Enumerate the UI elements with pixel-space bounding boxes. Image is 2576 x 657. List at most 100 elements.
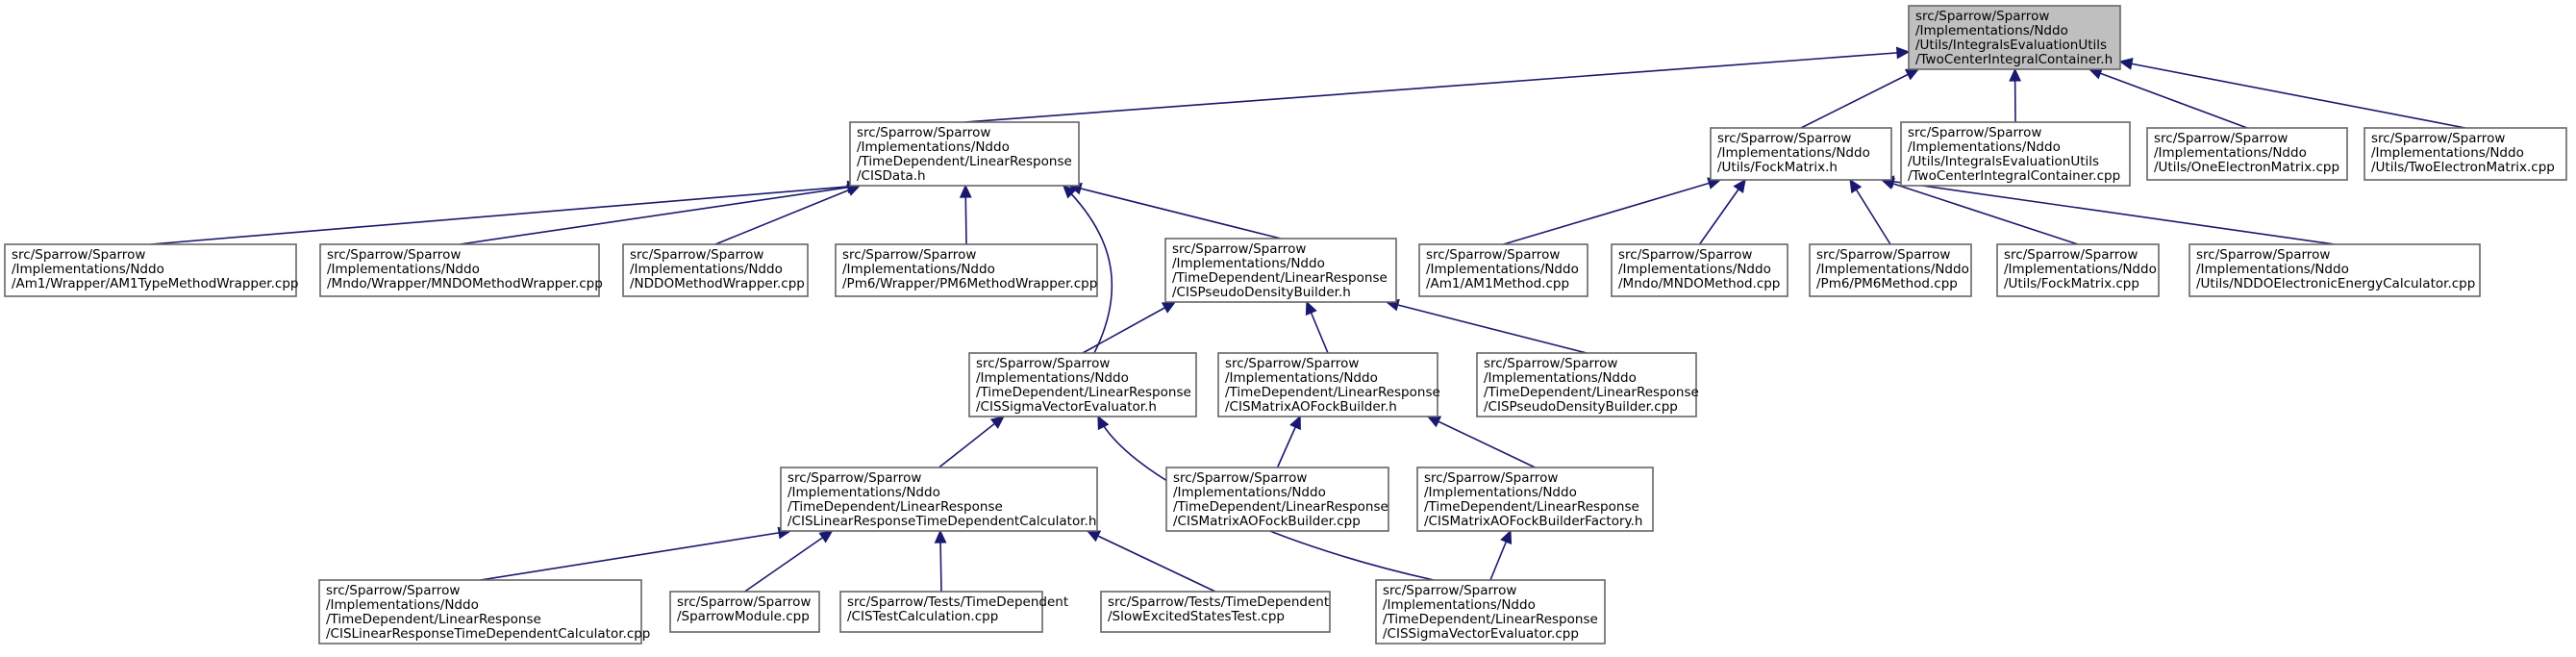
node-cismatrixao-h[interactable]: src/Sparrow/Sparrow/Implementations/Nddo… — [1217, 352, 1440, 417]
node-label-line: src/Sparrow/Sparrow — [1618, 247, 1752, 263]
node-label-line: src/Sparrow/Sparrow — [1426, 247, 1560, 263]
node-label-line: /Implementations/Nddo — [857, 139, 1010, 155]
node-label-line: src/Sparrow/Sparrow — [12, 247, 145, 263]
node-label-line: /Implementations/Nddo — [1915, 23, 2068, 38]
edge-line — [938, 416, 1005, 468]
node-one-electron-cpp[interactable]: src/Sparrow/Sparrow/Implementations/Nddo… — [2146, 127, 2348, 181]
node-fockmatrix-cpp[interactable]: src/Sparrow/Sparrow/Implementations/Nddo… — [1996, 243, 2160, 297]
node-box — [839, 591, 1043, 633]
node-label-line: /CISMatrixAOFockBuilderFactory.h — [1424, 514, 1642, 529]
node-box — [319, 243, 600, 297]
node-fockmatrix-h[interactable]: src/Sparrow/Sparrow/Implementations/Nddo… — [1710, 127, 1892, 181]
node-box — [2188, 243, 2481, 297]
node-label-line: /Implementations/Nddo — [1426, 262, 1579, 277]
edge-line — [1082, 301, 1176, 354]
node-label-line: src/Sparrow/Sparrow — [2196, 247, 2330, 263]
edge-cisdata-h-to-two-center-h — [963, 46, 1911, 123]
node-label-line: src/Sparrow/Sparrow — [1915, 9, 2049, 24]
arrowhead — [1500, 529, 1513, 545]
edge-cismatrixao-h-to-cispseudo-h — [1305, 300, 1329, 354]
arrowhead — [1161, 301, 1177, 314]
node-cislinear-cpp[interactable]: src/Sparrow/Sparrow/Implementations/Nddo… — [318, 579, 650, 644]
node-label-line: /Implementations/Nddo — [1618, 262, 1771, 277]
node-box — [1809, 243, 1972, 297]
node-box — [1217, 352, 1438, 417]
node-am1-wrapper-cpp[interactable]: src/Sparrow/Sparrow/Implementations/Nddo… — [4, 243, 298, 297]
arrowhead — [845, 184, 862, 196]
edge-line — [744, 530, 833, 593]
node-label-line: /TimeDependent/LinearResponse — [1172, 270, 1388, 286]
node-nddo-energy-cpp[interactable]: src/Sparrow/Sparrow/Implementations/Nddo… — [2188, 243, 2481, 297]
node-cistest-cpp[interactable]: src/Sparrow/Tests/TimeDependent/CISTestC… — [839, 591, 1068, 633]
node-label-line: /Implementations/Nddo — [1225, 370, 1378, 386]
node-nddo-wrapper-cpp[interactable]: src/Sparrow/Sparrow/Implementations/Nddo… — [622, 243, 809, 297]
node-label-line: /Mndo/MNDOMethod.cpp — [1618, 276, 1780, 291]
node-label-line: /Implementations/Nddo — [1816, 262, 1969, 277]
node-label-line: /TimeDependent/LinearResponse — [788, 499, 1003, 515]
node-box — [4, 243, 297, 297]
node-label-line: /Implementations/Nddo — [1908, 139, 2061, 155]
node-cissigma-h[interactable]: src/Sparrow/Sparrow/Implementations/Nddo… — [968, 352, 1197, 417]
node-cisdata-h[interactable]: src/Sparrow/Sparrow/Implementations/Nddo… — [849, 121, 1080, 187]
node-label-line: src/Sparrow/Sparrow — [1908, 125, 2041, 140]
nodes-layer: src/Sparrow/Sparrow/Implementations/Nddo… — [4, 5, 2567, 644]
node-box — [1100, 591, 1331, 633]
node-box — [1710, 127, 1892, 181]
node-label-line: /Utils/FockMatrix.cpp — [2004, 276, 2139, 291]
node-cislinear-h[interactable]: src/Sparrow/Sparrow/Implementations/Nddo… — [780, 467, 1098, 532]
node-label-line: /TimeDependent/LinearResponse — [1383, 612, 1598, 627]
node-label-line: src/Sparrow/Sparrow — [857, 125, 990, 140]
node-pm6-method-cpp[interactable]: src/Sparrow/Sparrow/Implementations/Nddo… — [1809, 243, 1972, 297]
edge-slowexcited-cpp-to-cislinear-h — [1086, 530, 1216, 593]
node-label-line: src/Sparrow/Sparrow — [1484, 356, 1617, 371]
node-label-line: /CISMatrixAOFockBuilder.h — [1225, 399, 1397, 415]
arrowhead — [989, 416, 1005, 429]
arrowhead — [959, 184, 972, 198]
edge-cissigma-h-to-cispseudo-h — [1082, 301, 1177, 354]
node-box — [1900, 121, 2131, 187]
edge-cissigma-cpp-to-cismatrixao-factory-h — [1489, 529, 1513, 581]
node-label-line: src/Sparrow/Sparrow — [2154, 131, 2288, 146]
edge-line — [1881, 179, 2079, 245]
node-label-line: /TimeDependent/LinearResponse — [976, 385, 1191, 400]
node-label-line: /Implementations/Nddo — [2154, 145, 2307, 161]
node-label-line: src/Sparrow/Sparrow — [2371, 131, 2505, 146]
edge-line — [150, 185, 861, 245]
node-mndo-wrapper-cpp[interactable]: src/Sparrow/Sparrow/Implementations/Nddo… — [319, 243, 603, 297]
node-cissigma-cpp[interactable]: src/Sparrow/Sparrow/Implementations/Nddo… — [1375, 579, 1606, 644]
node-slowexcited-cpp[interactable]: src/Sparrow/Tests/TimeDependent/SlowExci… — [1100, 591, 1331, 633]
edges-layer — [150, 46, 2466, 593]
node-two-center-cpp[interactable]: src/Sparrow/Sparrow/Implementations/Nddo… — [1900, 121, 2131, 187]
node-cismatrixao-cpp[interactable]: src/Sparrow/Sparrow/Implementations/Nddo… — [1165, 467, 1389, 532]
node-pm6-wrapper-cpp[interactable]: src/Sparrow/Sparrow/Implementations/Nddo… — [835, 243, 1098, 297]
arrowhead — [1904, 68, 1920, 81]
node-mndo-method-cpp[interactable]: src/Sparrow/Sparrow/Implementations/Nddo… — [1611, 243, 1788, 297]
node-cispseudo-cpp[interactable]: src/Sparrow/Sparrow/Implementations/Nddo… — [1476, 352, 1699, 417]
node-two-center-h: src/Sparrow/Sparrow/Implementations/Nddo… — [1908, 5, 2121, 70]
node-label-line: /Implementations/Nddo — [976, 370, 1129, 386]
edge-pm6-method-cpp-to-fockmatrix-h — [1849, 178, 1891, 245]
node-am1-method-cpp[interactable]: src/Sparrow/Sparrow/Implementations/Nddo… — [1418, 243, 1588, 297]
node-label-line: src/Sparrow/Tests/TimeDependent — [847, 594, 1068, 610]
node-sparrow-module-cpp[interactable]: src/Sparrow/Sparrow/SparrowModule.cpp — [669, 591, 820, 633]
node-cismatrixao-factory-h[interactable]: src/Sparrow/Sparrow/Implementations/Nddo… — [1416, 467, 1654, 532]
edge-cispseudo-cpp-to-cispseudo-h — [1385, 298, 1588, 354]
node-label-line: /Utils/IntegralsEvaluationUtils — [1908, 154, 2099, 169]
edge-am1-wrapper-cpp-to-cisdata-h — [150, 180, 862, 245]
node-label-line: src/Sparrow/Tests/TimeDependent — [1108, 594, 1329, 610]
node-label-line: /Pm6/Wrapper/PM6MethodWrapper.cpp — [842, 276, 1097, 291]
arrowhead — [1086, 530, 1102, 543]
arrowhead — [1062, 184, 1077, 199]
edge-cispseudo-h-to-cisdata-h — [1067, 182, 1282, 240]
node-label-line: /Utils/TwoElectronMatrix.cpp — [2371, 160, 2555, 175]
edge-line — [1698, 179, 1746, 245]
node-label-line: /CISSigmaVectorEvaluator.cpp — [1383, 626, 1579, 642]
edge-sparrow-module-cpp-to-cislinear-h — [744, 530, 834, 593]
node-label-line: /Implementations/Nddo — [1424, 485, 1577, 500]
edge-line — [480, 530, 791, 581]
edge-cismatrixao-cpp-to-cismatrixao-h — [1276, 415, 1301, 468]
node-two-electron-cpp[interactable]: src/Sparrow/Sparrow/Implementations/Nddo… — [2363, 127, 2567, 181]
arrowhead — [2118, 58, 2134, 70]
node-label-line: /TwoCenterIntegralContainer.h — [1915, 52, 2113, 67]
node-cispseudo-h[interactable]: src/Sparrow/Sparrow/Implementations/Nddo… — [1164, 238, 1397, 303]
